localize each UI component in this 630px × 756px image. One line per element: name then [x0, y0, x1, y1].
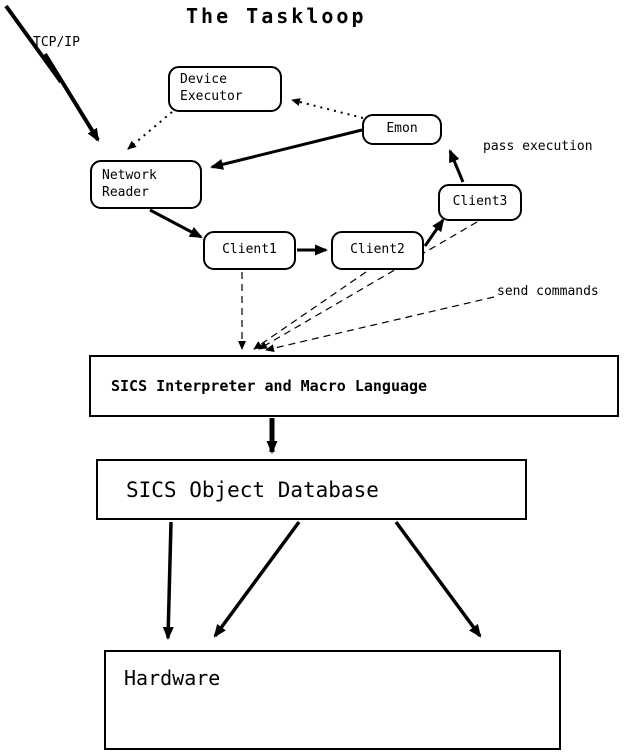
device-executor-label-line2: Executor [180, 89, 243, 104]
database-to-hardware-arrow-left [162, 521, 174, 640]
network-reader-label-line2: Reader [102, 184, 149, 200]
sics-object-database-label: SICS Object Database [126, 477, 379, 502]
emon-label: Emon [386, 121, 418, 137]
device-executor-label-line1: Device [180, 72, 227, 88]
network-reader-to-client1-arrow [149, 208, 203, 239]
client3-to-interpreter-dashed-arrow [258, 221, 478, 350]
send-commands-label: send commands [497, 284, 599, 299]
node-client2: Client2 [331, 231, 424, 270]
database-to-hardware-arrow-middle [213, 520, 301, 638]
client2-to-interpreter-dashed-arrow [253, 271, 367, 350]
box-sics-interpreter: SICS Interpreter and Macro Language [89, 355, 619, 417]
network-reader-label-line1: Network [102, 167, 157, 183]
device-executor-to-network-reader-dotted-arrow [127, 111, 173, 150]
node-client1: Client1 [203, 231, 296, 270]
node-network-reader: Network Reader [90, 160, 202, 209]
hardware-label: Hardware [124, 666, 221, 690]
node-emon: Emon [362, 114, 442, 145]
box-hardware: Hardware [104, 650, 561, 750]
node-client3: Client3 [438, 184, 522, 221]
client2-to-client3-arrow [423, 218, 445, 247]
pass-execution-label: pass execution [483, 139, 593, 154]
tcpip-label: TCP/IP [33, 35, 80, 50]
tcpip-lightning-arrow-segment2 [43, 52, 100, 142]
box-sics-object-database: SICS Object Database [96, 459, 527, 520]
client3-to-emon-arrow [448, 149, 465, 183]
emon-to-network-reader-arrow [210, 128, 363, 170]
diagram-title: The Taskloop [186, 4, 367, 28]
client2-label: Client2 [350, 242, 405, 258]
emon-to-device-executor-dotted-arrow [291, 98, 364, 119]
send-commands-to-interpreter-dashed-arrow [265, 296, 495, 353]
sics-interpreter-label: SICS Interpreter and Macro Language [111, 377, 428, 395]
node-device-executor: Device Executor [168, 66, 282, 112]
tcpip-lightning-arrow-segment1 [4, 4, 63, 84]
client1-label: Client1 [222, 242, 277, 258]
client3-label: Client3 [452, 194, 508, 210]
database-to-hardware-arrow-right [394, 520, 482, 638]
